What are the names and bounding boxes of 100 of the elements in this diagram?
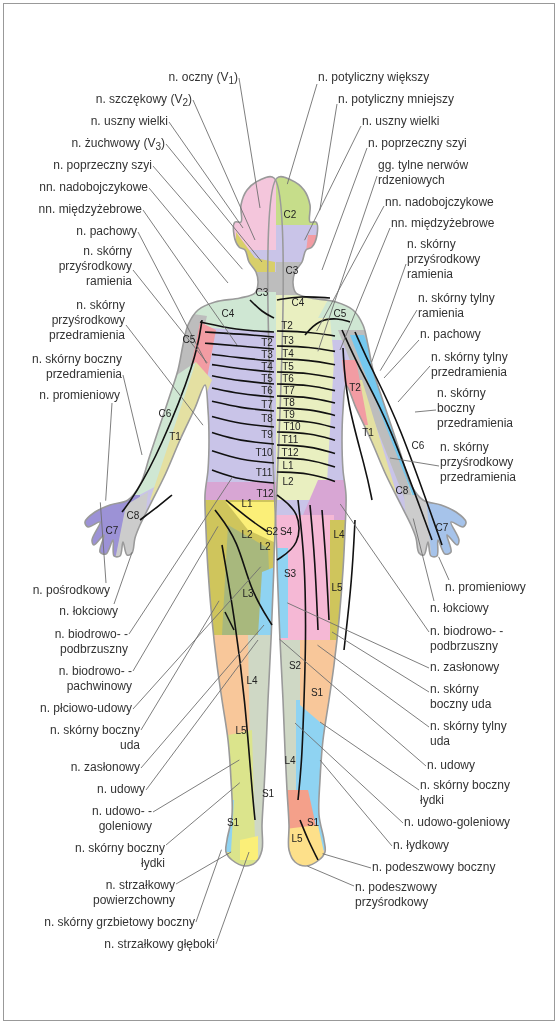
dermatome-label: T7: [283, 384, 295, 396]
nerve-label: n. skórny boczny przedramienia: [437, 386, 525, 431]
nerve-label: n. skórny boczny uda: [430, 682, 505, 712]
dermatome-label: C8: [395, 484, 409, 496]
leader-line: [238, 77, 261, 209]
nerve-label: n. łydkowy: [393, 838, 493, 853]
dermatome-label: L1: [241, 497, 253, 509]
dermatome-label: T7: [261, 398, 273, 410]
leader-line: [137, 231, 207, 364]
dermatome-label: S1: [261, 787, 275, 799]
dermatome-label: T2: [281, 319, 293, 331]
leader-line: [319, 103, 338, 211]
leader-line: [128, 476, 234, 635]
leader-line: [140, 624, 265, 769]
leader-line: [175, 851, 232, 885]
leader-line: [122, 374, 143, 456]
dermatome-label: T4: [282, 347, 294, 359]
nerve-label: n. skórny boczny łydki: [65, 841, 165, 871]
leader-line: [383, 339, 420, 379]
leader-line: [165, 782, 241, 846]
leader-line: [379, 309, 418, 372]
nerve-label: n. skórny przyśrodkowy ramienia: [42, 244, 132, 289]
nerve-label: n. zasłonowy: [430, 660, 530, 675]
leader-line: [317, 644, 430, 728]
nerve-label: n. promieniowy: [445, 580, 545, 595]
nerve-label: n. szczękowy (V$_{2}$): [42, 92, 192, 111]
nerve-label: n. skórny przyśrodkowy przedramienia: [35, 298, 125, 343]
nerve-label: n. pachowy: [420, 327, 520, 342]
nerve-label: n. oczny (V$_{1}$): [88, 70, 238, 89]
leader-line: [331, 631, 430, 693]
dermatome-label: T1: [362, 426, 374, 438]
dermatome-label: T9: [283, 408, 295, 420]
leader-line: [105, 402, 113, 502]
dermatome-label: C3: [285, 264, 299, 276]
dermatome-label: L5: [291, 832, 303, 844]
dermatome-label: T2: [349, 381, 361, 393]
dermatome-label: T11: [281, 433, 299, 445]
leader-line: [319, 721, 420, 791]
dermatome-label: C5: [333, 307, 347, 319]
dermatome-label: T6: [261, 384, 273, 396]
leader-line: [304, 125, 362, 241]
dermatome-label: C8: [126, 509, 140, 521]
dermatome-label: L2: [259, 540, 271, 552]
dermatome-label: C6: [158, 407, 172, 419]
leader-line: [286, 602, 430, 669]
dermatome-label: T3: [261, 348, 273, 360]
dermatome-label: T8: [261, 412, 273, 424]
leader-line: [397, 365, 431, 403]
leader-line: [152, 759, 240, 813]
dermatome-label: T11: [255, 466, 273, 478]
dermatome-label: S1: [310, 686, 324, 698]
nerve-label: gg. tylne nerwów rdzeniowych: [378, 158, 518, 188]
dermatome-label: S4: [279, 525, 293, 537]
leader-line: [317, 175, 378, 352]
leader-line: [339, 503, 430, 633]
nerve-label: n. podeszwowy boczny: [372, 860, 522, 875]
nerve-label: n. udowy: [427, 758, 527, 773]
nerve-label: n. udowo- -goleniowy: [82, 804, 152, 834]
nerve-label: nn. międzyżebrowe: [0, 202, 142, 217]
nerve-label: n. potyliczny mniejszy: [338, 92, 538, 107]
nerve-label: n. skórny tylny przedramienia: [431, 350, 536, 380]
leader-line: [195, 849, 222, 923]
leader-line: [414, 409, 437, 413]
leader-line: [322, 853, 372, 869]
dermatome-label: L2: [241, 528, 253, 540]
dermatome-label: L4: [333, 528, 345, 540]
nerve-label: nn. nadobojczykowe: [385, 195, 555, 210]
dermatome-label: T9: [261, 428, 273, 440]
nerve-label: n. promieniowy: [0, 388, 120, 403]
nerve-label: n. strzałkowy powierzchowny: [80, 878, 175, 908]
nerve-label: n. udowo-goleniowy: [404, 815, 554, 830]
dermatome-label: T5: [282, 360, 294, 372]
leader-line: [279, 638, 427, 767]
nerve-label: n. żuchwowy (V$_{3}$): [15, 136, 165, 155]
dermatome-label: L3: [242, 587, 254, 599]
dermatome-label: T1: [169, 430, 181, 442]
dermatome-label: L4: [246, 674, 258, 686]
dermatome-label: T10: [255, 446, 273, 458]
nerve-label: n. biodrowo- -podbrzuszny: [430, 624, 520, 654]
leader-line: [294, 722, 404, 824]
leader-line: [168, 121, 244, 229]
dermatome-label: S2: [288, 659, 302, 671]
leader-line: [319, 759, 393, 847]
nerve-label: n. łokciowy: [0, 604, 118, 619]
leader-line: [412, 518, 435, 602]
dermatome-label: S2: [265, 525, 279, 537]
nerve-label: n. płciowo-udowy: [2, 701, 132, 716]
dermatome-label: S1: [226, 816, 240, 828]
nerve-label: n. potyliczny większy: [318, 70, 518, 85]
dermatome-label: T3: [282, 334, 294, 346]
nerve-label: n. pachowy: [0, 224, 137, 239]
leader-line: [371, 263, 407, 363]
leader-line: [125, 324, 204, 426]
dermatome-label: C3: [255, 286, 269, 298]
leader-line: [148, 187, 229, 284]
leader-line: [192, 99, 256, 241]
nerve-label: nn. nadobojczykowe: [0, 180, 148, 195]
dermatome-label: C4: [291, 296, 305, 308]
leader-line: [339, 227, 391, 351]
dermatome-label: T12: [256, 487, 274, 499]
